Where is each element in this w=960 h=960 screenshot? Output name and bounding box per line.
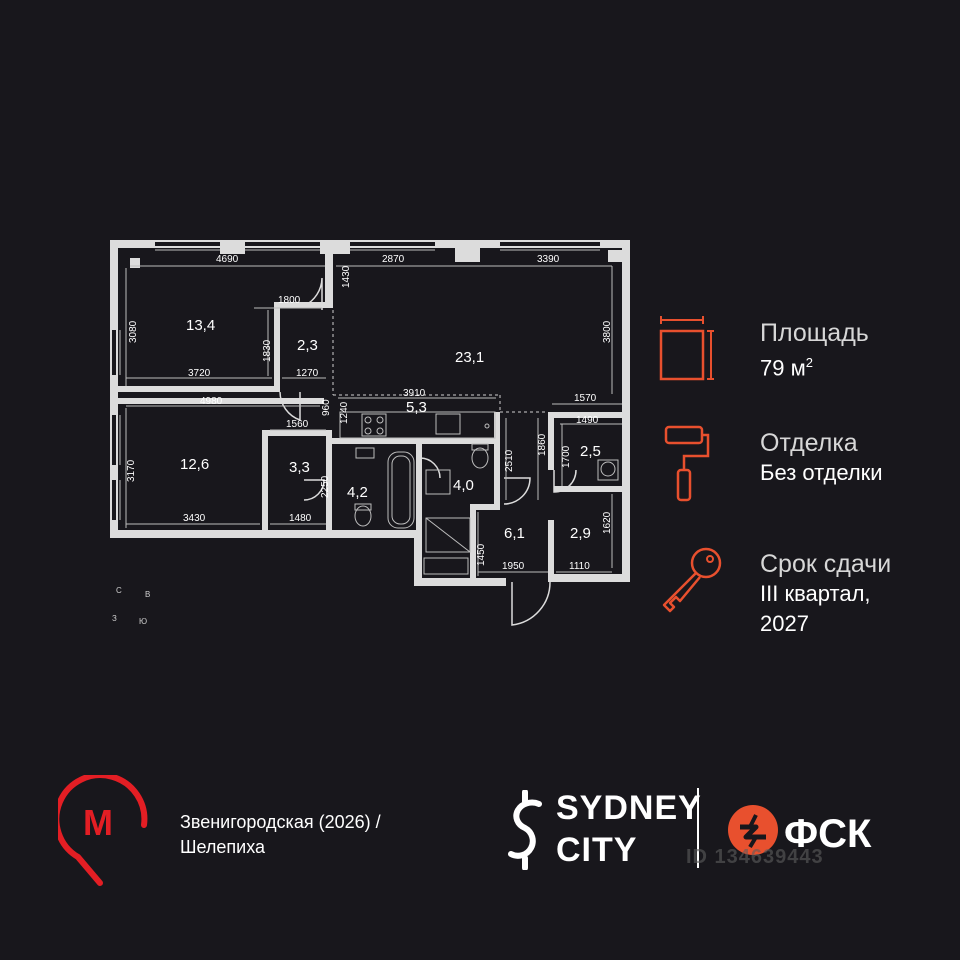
- room-area-8: 4,0: [453, 477, 474, 494]
- area-label: Площадь: [760, 319, 869, 347]
- dimension-lines: [125, 265, 622, 576]
- area-icon: [659, 316, 714, 381]
- dimension-label: 1560: [286, 419, 309, 430]
- dimension-label: 3170: [126, 459, 137, 482]
- metro-line1: Звенигородская (2026) /: [180, 812, 381, 832]
- room-area-1: 13,4: [186, 317, 215, 334]
- dimension-label: 1620: [602, 511, 613, 534]
- developer-name: ФСК: [784, 812, 872, 856]
- dimension-label: 1950: [502, 561, 525, 572]
- dimension-label: 3910: [403, 388, 426, 399]
- dimension-label: 3800: [602, 320, 613, 343]
- room-area-2: 2,3: [297, 337, 318, 354]
- metro-letter: М: [83, 802, 113, 843]
- dimension-label: 1430: [341, 265, 352, 288]
- room-area-7: 4,2: [347, 484, 368, 501]
- dimension-label: 1700: [561, 445, 572, 468]
- compass: С В З Ю: [112, 586, 150, 626]
- dimension-label: 1570: [574, 393, 597, 404]
- window-sills: [119, 249, 600, 520]
- watermark: ID 134639443: [686, 846, 824, 868]
- inner-walls: [118, 248, 624, 584]
- dimension-label: 1490: [576, 415, 599, 426]
- dimension-label: 3720: [188, 368, 211, 379]
- dimension-label: 4690: [216, 254, 239, 265]
- metro-stations: Звенигородская (2026) / Шелепиха: [180, 810, 381, 860]
- deadline-value-line1: III квартал,: [760, 581, 871, 606]
- room-area-5: 12,6: [180, 456, 209, 473]
- doors: [279, 277, 577, 626]
- brand-line2: CITY: [556, 831, 638, 869]
- dimension-label: 3390: [537, 254, 560, 265]
- metro-line2: Шелепиха: [180, 837, 266, 857]
- dimension-label: 4980: [200, 396, 223, 407]
- room-area-11: 2,9: [570, 525, 591, 542]
- dimension-label: 1110: [569, 561, 590, 572]
- finish-value: Без отделки: [760, 460, 883, 485]
- pillars: [130, 240, 622, 268]
- dimension-label: 3430: [183, 513, 206, 524]
- compass-west: З: [112, 614, 117, 623]
- dimension-label: 3080: [128, 320, 139, 343]
- dimension-label: 1860: [537, 433, 548, 456]
- room-area-4: 5,3: [406, 399, 427, 416]
- compass-north: С: [116, 586, 122, 595]
- sanitary-fixtures: [354, 443, 619, 575]
- fsk-logo-icon: [728, 805, 778, 855]
- compass-south: Ю: [139, 617, 147, 626]
- dimension-label: 1450: [476, 543, 487, 566]
- deadline-label: Срок сдачи: [760, 550, 892, 578]
- dimension-label: 1480: [289, 513, 312, 524]
- brand-line1: SYDNEY: [556, 789, 702, 827]
- dimension-label: 1830: [262, 339, 273, 362]
- metro-pin-icon: М: [58, 775, 148, 886]
- compass-east: В: [145, 590, 150, 599]
- key-icon: [662, 547, 722, 613]
- dimension-label: 960: [321, 399, 332, 416]
- finish-info: Отделка Без отделки: [760, 428, 960, 488]
- dimension-label: 2870: [382, 254, 405, 265]
- dimension-label: 1240: [339, 401, 350, 424]
- dimension-label: 1800: [278, 295, 301, 306]
- area-info: Площадь 79 м2: [760, 318, 960, 383]
- room-area-6: 3,3: [289, 459, 310, 476]
- dimension-label: 2250: [320, 475, 331, 498]
- finish-label: Отделка: [760, 429, 858, 457]
- room-area-10: 2,5: [580, 443, 601, 460]
- dimension-label: 1270: [296, 368, 319, 379]
- kitchen-counter: [339, 411, 496, 439]
- deadline-info: Срок сдачи III квартал, 2027: [760, 549, 960, 639]
- area-value: 79 м2: [760, 355, 813, 381]
- windows: [112, 242, 600, 520]
- room-area-3: 23,1: [455, 349, 484, 366]
- sydney-city-logo-icon: [508, 790, 542, 870]
- paint-roller-icon: [664, 425, 710, 502]
- brand-divider: [697, 788, 699, 868]
- zone-separators: [332, 310, 548, 413]
- deadline-value-line2: 2027: [760, 611, 809, 636]
- room-area-9: 6,1: [504, 525, 525, 542]
- dimension-label: 2510: [504, 449, 515, 472]
